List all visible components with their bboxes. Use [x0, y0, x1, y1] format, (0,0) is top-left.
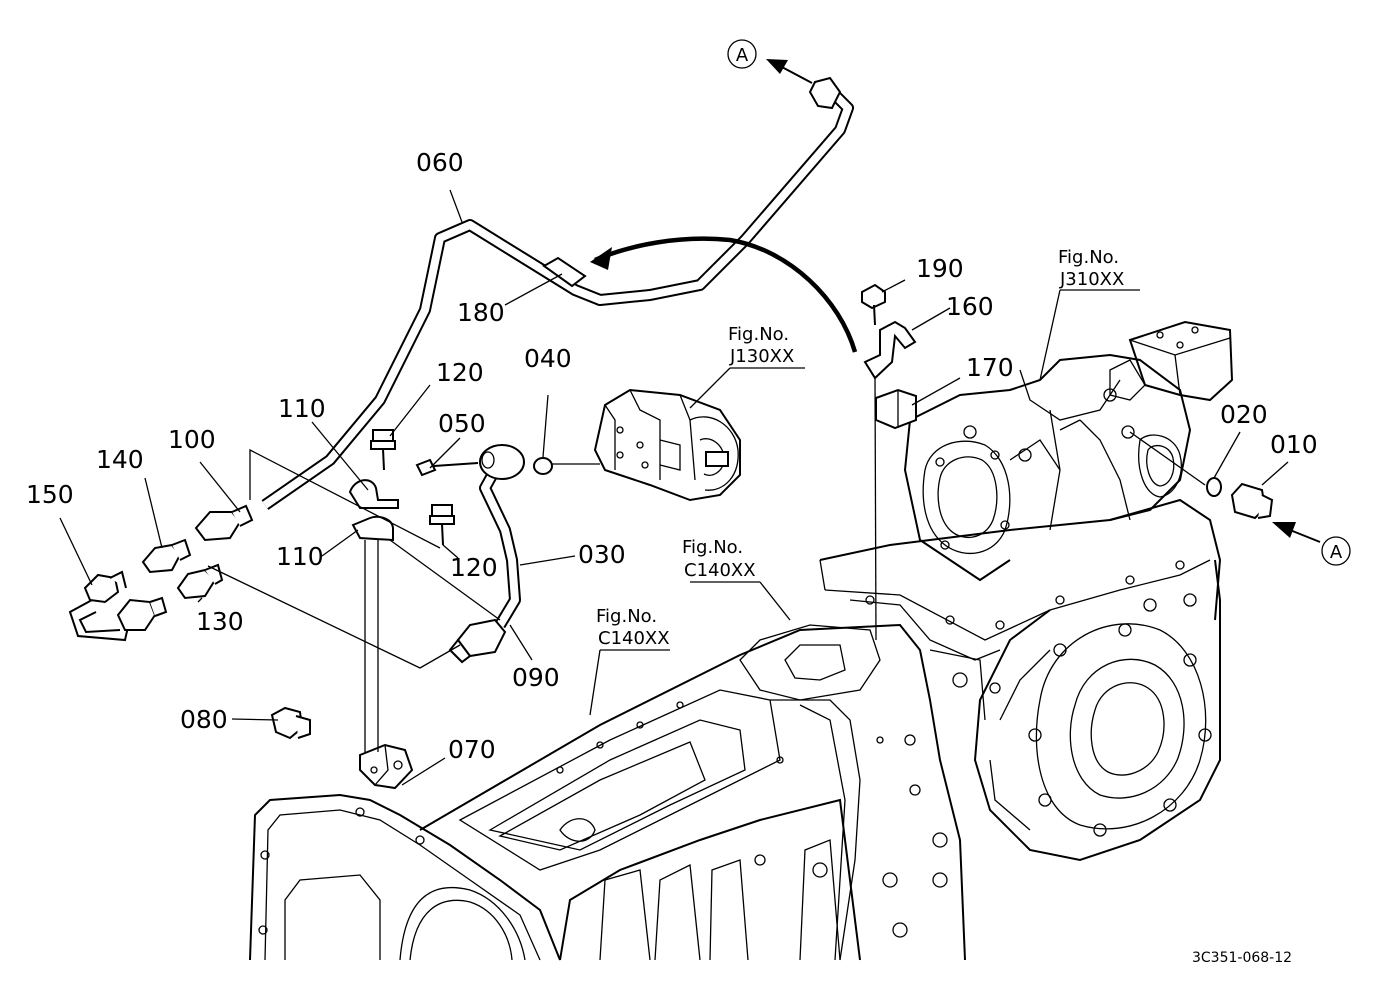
routing-arrow — [590, 236, 858, 353]
clamp-110-lower — [351, 515, 394, 542]
bolt-120-upper — [370, 429, 396, 471]
bracket-160 — [863, 320, 917, 641]
o-ring-020 — [1206, 477, 1222, 497]
arrow-to-a-right — [1272, 522, 1321, 543]
flange-030 — [479, 444, 525, 480]
callout-130: 130 — [196, 607, 244, 636]
svg-text:Fig.No.: Fig.No. — [596, 606, 657, 627]
fig-ref-c140xx-upper: Fig.No. C140XX — [682, 537, 756, 581]
callout-030: 030 — [578, 540, 626, 569]
clamp-110-upper — [348, 479, 399, 509]
callout-160: 160 — [946, 292, 994, 321]
connection-marker-a-top: A — [727, 39, 757, 69]
svg-text:J130XX: J130XX — [729, 346, 794, 367]
pipe-upper-fitting — [808, 76, 842, 110]
callout-150: 150 — [26, 480, 74, 509]
pipe-030 — [479, 444, 525, 629]
svg-text:C140XX: C140XX — [684, 560, 756, 581]
pipe-150 — [68, 570, 168, 642]
callout-070: 070 — [448, 735, 496, 764]
callout-040: 040 — [524, 344, 572, 373]
svg-text:Fig.No.: Fig.No. — [728, 324, 789, 345]
fig-ref-c140xx-lower: Fig.No. C140XX — [596, 606, 670, 649]
bolt-190 — [861, 283, 886, 326]
o-ring-040 — [533, 457, 553, 475]
callout-090: 090 — [512, 663, 560, 692]
hydraulic-pump — [593, 388, 741, 502]
svg-text:J310XX: J310XX — [1059, 269, 1124, 290]
plug-080 — [270, 706, 311, 740]
callout-120-lower: 120 — [450, 553, 498, 582]
leader-lines — [59, 189, 1289, 786]
svg-text:A: A — [1330, 542, 1343, 563]
fig-ref-j130xx: Fig.No. J130XX — [728, 324, 794, 367]
fitting-090 — [448, 618, 507, 664]
fitting-010 — [1129, 431, 1274, 520]
callout-170: 170 — [966, 353, 1014, 382]
callout-020: 020 — [1220, 400, 1268, 429]
callout-060: 060 — [416, 148, 464, 177]
svg-text:A: A — [736, 45, 749, 66]
hose-180 — [542, 256, 587, 288]
bolt-050 — [415, 458, 479, 477]
bracket-070 — [359, 540, 414, 790]
callout-050: 050 — [438, 409, 486, 438]
fitting-100 — [194, 504, 254, 542]
svg-text:Fig.No.: Fig.No. — [682, 537, 743, 558]
connection-marker-a-right: A — [1321, 536, 1351, 566]
svg-text:Fig.No.: Fig.No. — [1058, 247, 1119, 268]
callout-120-upper: 120 — [436, 358, 484, 387]
fig-ref-j310xx: Fig.No. J310XX — [1058, 247, 1124, 290]
callout-010: 010 — [1270, 430, 1318, 459]
callout-080: 080 — [180, 705, 228, 734]
transmission-case-drawing — [249, 320, 1234, 961]
cushion-170 — [875, 388, 917, 430]
callout-100: 100 — [168, 425, 216, 454]
callout-180: 180 — [457, 298, 505, 327]
adapter-140 — [141, 538, 192, 574]
bolt-120-lower — [429, 504, 455, 546]
callout-110-lower: 110 — [276, 542, 324, 571]
callout-110-upper: 110 — [278, 394, 326, 423]
arrow-to-a-top — [766, 59, 813, 84]
fitting-130 — [176, 563, 224, 600]
callout-140: 140 — [96, 445, 144, 474]
callout-190: 190 — [916, 254, 964, 283]
pipe-060 — [261, 76, 854, 510]
drawing-number: 3C351-068-12 — [1192, 950, 1292, 966]
svg-text:C140XX: C140XX — [598, 628, 670, 649]
